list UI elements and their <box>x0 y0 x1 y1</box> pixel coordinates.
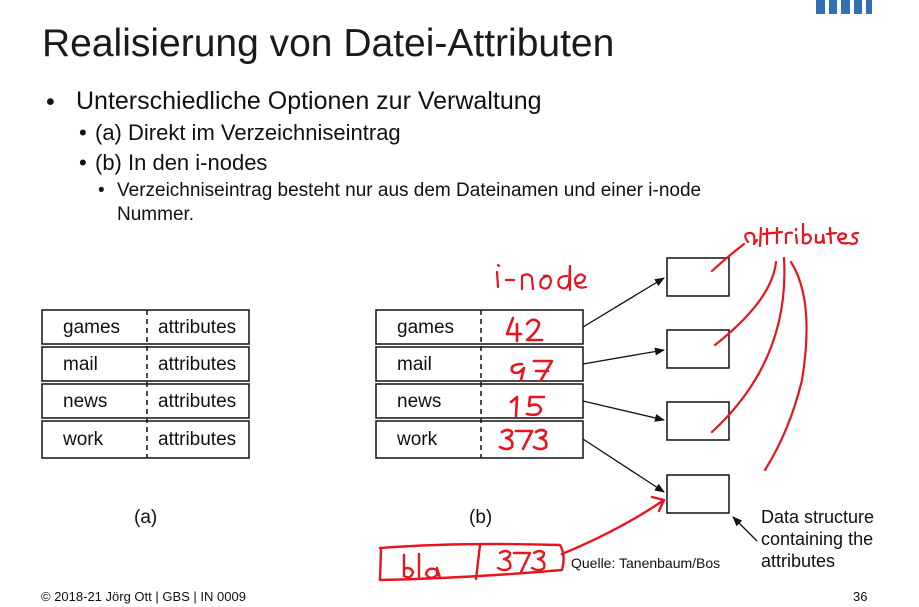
page-number: 36 <box>853 589 868 604</box>
bullet-level3-line1: Verzeichniseintrag besteht nur aus dem D… <box>117 180 702 201</box>
annotation-arrow <box>763 260 808 472</box>
annotation-arrow <box>710 242 746 273</box>
handwritten-entry <box>378 495 666 582</box>
tum-logo <box>816 0 872 14</box>
bullet-marker: • <box>98 180 105 201</box>
caption-line: containing the <box>761 529 874 549</box>
bullet-marker: • <box>79 150 87 175</box>
bullet-marker: • <box>79 120 87 145</box>
footer-copyright: © 2018-21 Jörg Ott | GBS | IN 0009 <box>41 589 246 604</box>
handwritten-inode-97 <box>510 359 554 382</box>
figure-label-a: (a) <box>134 507 158 528</box>
bullet-level1: Unterschiedliche Optionen zur Verwaltung <box>76 87 542 115</box>
handwritten-attributes-label <box>744 222 860 248</box>
table-a-name: mail <box>63 354 98 375</box>
handwritten-inode-15 <box>509 395 546 418</box>
caption-line: Data structure <box>761 507 875 527</box>
table-a-name: news <box>63 391 108 412</box>
slide-title: Realisierung von Datei-Attributen <box>42 22 615 65</box>
bullet-marker: • <box>46 88 55 116</box>
handwritten-inode-label <box>495 263 588 292</box>
annotation-arrow <box>710 256 786 434</box>
annotation-arrow <box>713 260 778 347</box>
figure-label-b: (b) <box>469 507 493 528</box>
source-note: Quelle: Tanenbaum/Bos <box>571 555 721 571</box>
table-a-frame <box>41 309 250 459</box>
handwritten-inode-42 <box>505 316 544 343</box>
table-b-name: work <box>397 429 438 450</box>
table-a-value: attributes <box>158 317 237 338</box>
table-a-value: attributes <box>158 354 237 375</box>
table-b-name: news <box>397 391 442 412</box>
table-a-value: attributes <box>158 391 237 412</box>
table-a-name: work <box>63 429 104 450</box>
table-a-value: attributes <box>158 429 237 450</box>
table-b-name: mail <box>397 354 432 375</box>
inode-pointer-arrows <box>582 277 758 542</box>
table-a-name: games <box>63 317 121 338</box>
bullet-level3-line2: Nummer. <box>117 204 195 225</box>
caption-line: attributes <box>761 551 836 571</box>
table-b-name: games <box>397 317 455 338</box>
bullet-level2-b: (b) In den i-nodes <box>95 150 268 175</box>
data-structure-caption: Data structure containing the attributes <box>761 506 874 572</box>
attribute-boxes <box>666 257 730 514</box>
handwritten-inode-373 <box>498 428 548 451</box>
bullet-level2-a: (a) Direkt im Verzeichniseintrag <box>95 120 401 145</box>
